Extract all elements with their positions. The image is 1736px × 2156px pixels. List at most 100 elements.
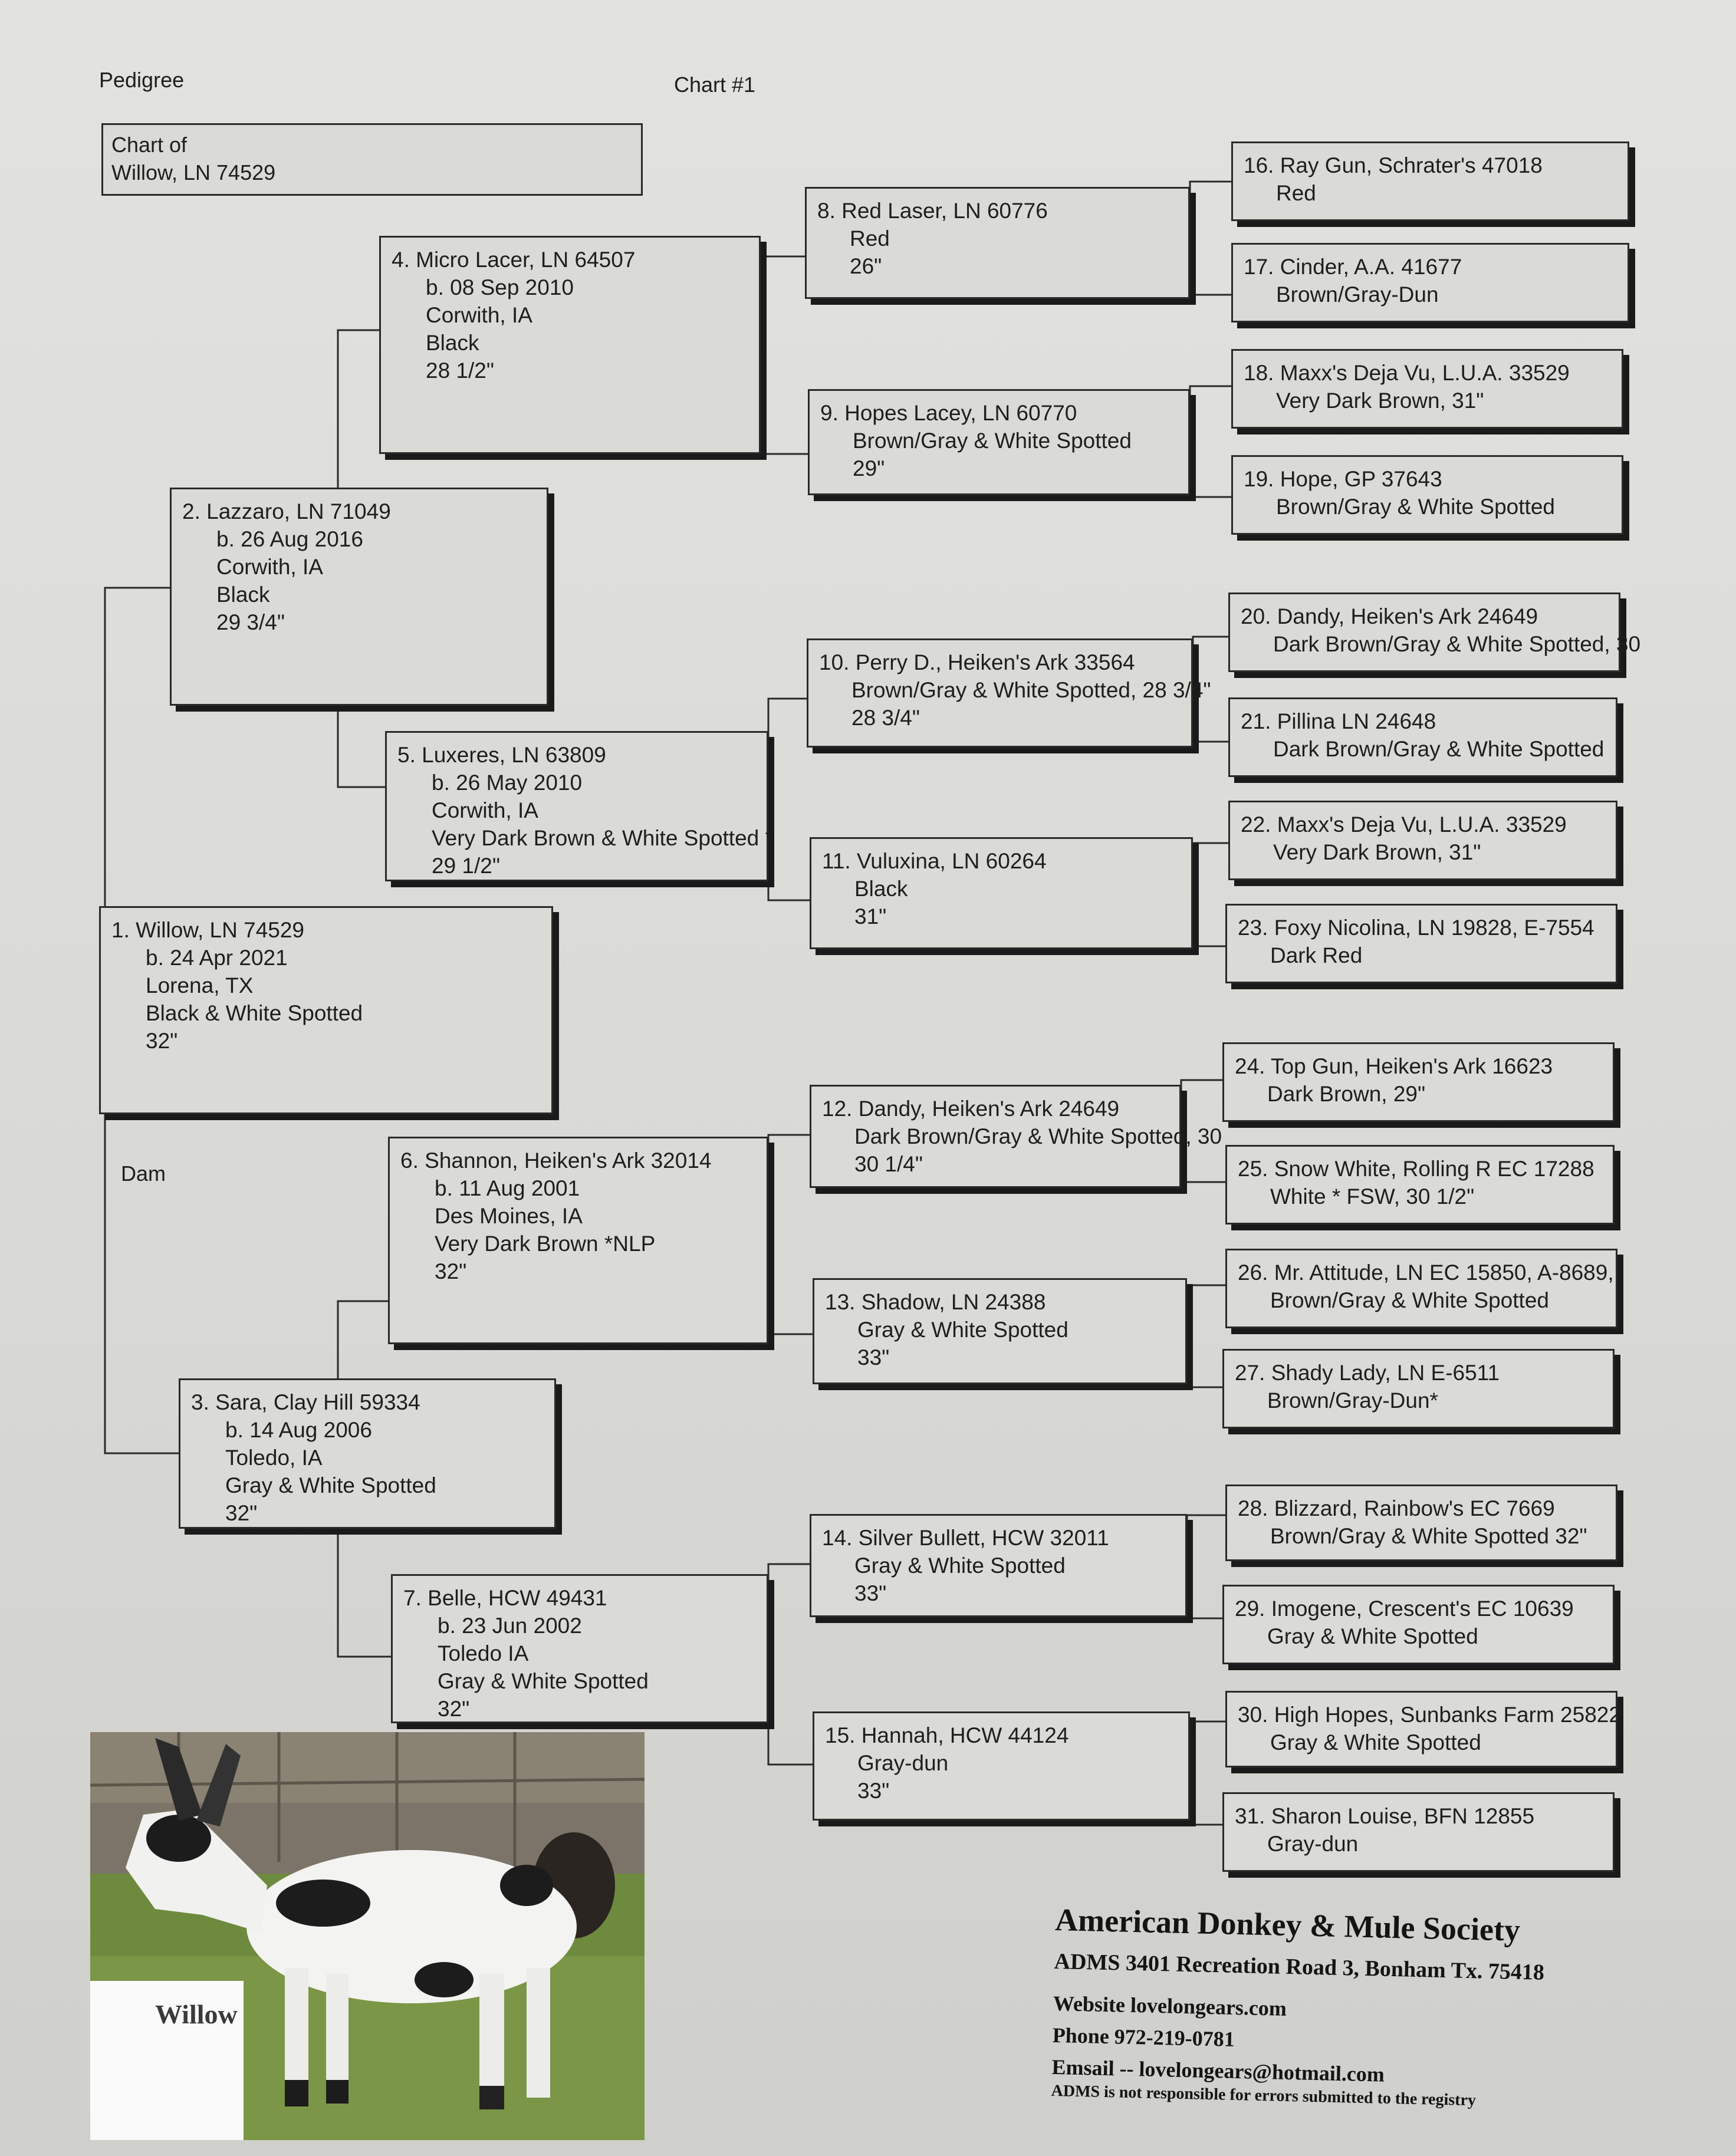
animal-color: Very Dark Brown, 31" — [1273, 840, 1481, 864]
animal-box-7-belle: 7. Belle, HCW 49431 b. 23 Jun 2002 Toled… — [391, 1574, 768, 1723]
animal-box-2-lazzaro: 2. Lazzaro, LN 71049 b. 26 Aug 2016 Corw… — [170, 488, 548, 706]
society-website: Website lovelongears.com — [1053, 1991, 1287, 2020]
animal-name: 20. Dandy, Heiken's Ark 24649 — [1241, 604, 1538, 628]
animal-name: 4. Micro Lacer, LN 64507 — [392, 248, 636, 272]
animal-color: Gray-dun — [857, 1751, 949, 1775]
animal-birthdate: b. 08 Sep 2010 — [426, 275, 574, 299]
animal-color: Red — [850, 226, 890, 251]
animal-name: 9. Hopes Lacey, LN 60770 — [820, 401, 1077, 425]
animal-name: 28. Blizzard, Rainbow's EC 7669 — [1238, 1496, 1555, 1520]
animal-height: 29 3/4" — [216, 610, 285, 634]
animal-height: 32" — [435, 1259, 467, 1283]
animal-box-18: 18. Maxx's Deja Vu, L.U.A. 33529 Very Da… — [1231, 349, 1623, 429]
animal-color: Very Dark Brown, 31" — [1276, 389, 1484, 413]
animal-name: 17. Cinder, A.A. 41677 — [1244, 255, 1462, 279]
animal-name: 11. Vuluxina, LN 60264 — [822, 849, 1047, 873]
animal-birthplace: Des Moines, IA — [435, 1204, 583, 1228]
animal-color: Dark Red — [1270, 943, 1363, 967]
animal-color: Brown/Gray & White Spotted 32" — [1270, 1524, 1587, 1548]
society-address: ADMS 3401 Recreation Road 3, Bonham Tx. … — [1054, 1948, 1545, 1985]
animal-box-3-sara: 3. Sara, Clay Hill 59334 b. 14 Aug 2006 … — [179, 1378, 556, 1529]
animal-name: 30. High Hopes, Sunbanks Farm 25822 — [1238, 1703, 1621, 1727]
animal-name: 6. Shannon, Heiken's Ark 32014 — [400, 1148, 712, 1173]
animal-height: 29" — [853, 456, 885, 480]
animal-height: 30 1/4" — [854, 1152, 923, 1176]
animal-height: 29 1/2" — [432, 854, 501, 878]
animal-birthdate: b. 14 Aug 2006 — [225, 1418, 372, 1442]
animal-color: Gray & White Spotted — [1270, 1730, 1481, 1755]
animal-name: 19. Hope, GP 37643 — [1244, 467, 1442, 491]
animal-color: Gray-dun — [1267, 1832, 1359, 1856]
animal-color: Gray & White Spotted — [857, 1318, 1068, 1342]
animal-color: Very Dark Brown & White Spotted * — [432, 826, 774, 850]
society-phone: Phone 972-219-0781 — [1052, 2023, 1235, 2051]
animal-name: 26. Mr. Attitude, LN EC 15850, A-8689, — [1238, 1260, 1614, 1285]
animal-box-11-vuluxina: 11. Vuluxina, LN 60264 Black 31" — [810, 837, 1193, 949]
animal-birthdate: b. 23 Jun 2002 — [438, 1614, 582, 1638]
animal-height: 33" — [857, 1345, 890, 1370]
animal-name: 7. Belle, HCW 49431 — [403, 1586, 607, 1610]
animal-name: 1. Willow, LN 74529 — [111, 918, 305, 942]
animal-name: 10. Perry D., Heiken's Ark 33564 — [819, 650, 1135, 674]
chart-number: Chart #1 — [674, 73, 756, 97]
animal-box-4-micro-lacer: 4. Micro Lacer, LN 64507 b. 08 Sep 2010 … — [379, 236, 761, 454]
animal-color: Brown/Gray-Dun — [1276, 282, 1439, 307]
animal-color: Dark Brown/Gray & White Spotted, 30 — [1273, 632, 1641, 656]
animal-box-28: 28. Blizzard, Rainbow's EC 7669 Brown/Gr… — [1225, 1484, 1617, 1561]
animal-box-9-hopes-lacey: 9. Hopes Lacey, LN 60770 Brown/Gray & Wh… — [808, 389, 1190, 495]
animal-box-10-perry-d: 10. Perry D., Heiken's Ark 33564 Brown/G… — [807, 638, 1211, 748]
animal-box-30: 30. High Hopes, Sunbanks Farm 25822 Gray… — [1225, 1691, 1621, 1767]
animal-color: Gray & White Spotted — [1267, 1624, 1478, 1648]
animal-height: 31" — [854, 904, 887, 929]
animal-color: Black — [216, 582, 270, 607]
animal-name: 24. Top Gun, Heiken's Ark 16623 — [1235, 1054, 1553, 1078]
animal-name: 29. Imogene, Crescent's EC 10639 — [1235, 1597, 1574, 1621]
animal-box-29: 29. Imogene, Crescent's EC 10639 Gray & … — [1222, 1585, 1615, 1664]
photo-caption: Willow — [155, 1999, 238, 2029]
animal-color: Dark Brown/Gray & White Spotted, 30 — [854, 1124, 1222, 1148]
animal-box-15-hannah: 15. Hannah, HCW 44124 Gray-dun 33" — [813, 1711, 1190, 1821]
animal-box-5-luxeres: 5. Luxeres, LN 63809 b. 26 May 2010 Corw… — [385, 731, 774, 881]
animal-name: 31. Sharon Louise, BFN 12855 — [1235, 1804, 1535, 1828]
animal-name: 22. Maxx's Deja Vu, L.U.A. 33529 — [1241, 812, 1567, 837]
chart-of-label: Chart of — [111, 133, 188, 157]
animal-name: 2. Lazzaro, LN 71049 — [182, 499, 391, 524]
animal-box-14-silver-bullett: 14. Silver Bullett, HCW 32011 Gray & Whi… — [810, 1514, 1187, 1617]
animal-box-22: 22. Maxx's Deja Vu, L.U.A. 33529 Very Da… — [1228, 801, 1617, 880]
animal-height: 32" — [225, 1501, 258, 1525]
animal-birthplace: Corwith, IA — [216, 555, 323, 579]
animal-name: 3. Sara, Clay Hill 59334 — [191, 1390, 420, 1414]
animal-color: Black — [426, 331, 479, 355]
animal-box-25: 25. Snow White, Rolling R EC 17288 White… — [1225, 1145, 1615, 1225]
animal-birthplace: Corwith, IA — [432, 798, 538, 822]
animal-box-19: 19. Hope, GP 37643 Brown/Gray & White Sp… — [1231, 455, 1623, 535]
animal-height: 33" — [854, 1581, 887, 1605]
animal-color: Red — [1276, 181, 1316, 205]
animal-box-1-willow: 1. Willow, LN 74529 b. 24 Apr 2021 Loren… — [99, 906, 553, 1114]
animal-color: Brown/Gray & White Spotted — [853, 429, 1132, 453]
animal-color: Brown/Gray & White Spotted — [1270, 1288, 1549, 1312]
animal-name: 21. Pillina LN 24648 — [1241, 709, 1436, 733]
animal-box-16: 16. Ray Gun, Schrater's 47018 Red — [1231, 141, 1629, 221]
animal-height: 26" — [850, 254, 882, 278]
animal-box-12-dandy: 12. Dandy, Heiken's Ark 24649 Dark Brown… — [810, 1085, 1222, 1188]
animal-birthdate: b. 26 Aug 2016 — [216, 527, 363, 551]
animal-birthplace: Lorena, TX — [146, 973, 254, 998]
animal-name: 13. Shadow, LN 24388 — [825, 1290, 1046, 1314]
animal-name: 5. Luxeres, LN 63809 — [397, 743, 606, 767]
animal-birthdate: b. 24 Apr 2021 — [146, 946, 288, 970]
animal-birthplace: Toledo IA — [438, 1641, 529, 1665]
animal-name: 25. Snow White, Rolling R EC 17288 — [1238, 1157, 1594, 1181]
animal-box-13-shadow: 13. Shadow, LN 24388 Gray & White Spotte… — [813, 1278, 1187, 1384]
chart-of-box: Chart of Willow, LN 74529 — [101, 123, 643, 196]
animal-name: 8. Red Laser, LN 60776 — [817, 199, 1048, 223]
animal-name: 15. Hannah, HCW 44124 — [825, 1723, 1069, 1747]
animal-color: Black — [854, 877, 908, 901]
animal-height: 33" — [857, 1779, 890, 1803]
animal-color: Dark Brown, 29" — [1267, 1082, 1426, 1106]
animal-box-17: 17. Cinder, A.A. 41677 Brown/Gray-Dun — [1231, 243, 1629, 322]
animal-box-24: 24. Top Gun, Heiken's Ark 16623 Dark Bro… — [1222, 1042, 1615, 1122]
animal-box-26: 26. Mr. Attitude, LN EC 15850, A-8689, B… — [1225, 1249, 1617, 1328]
animal-color: Dark Brown/Gray & White Spotted — [1273, 737, 1605, 761]
animal-height: 28 1/2" — [426, 358, 495, 383]
